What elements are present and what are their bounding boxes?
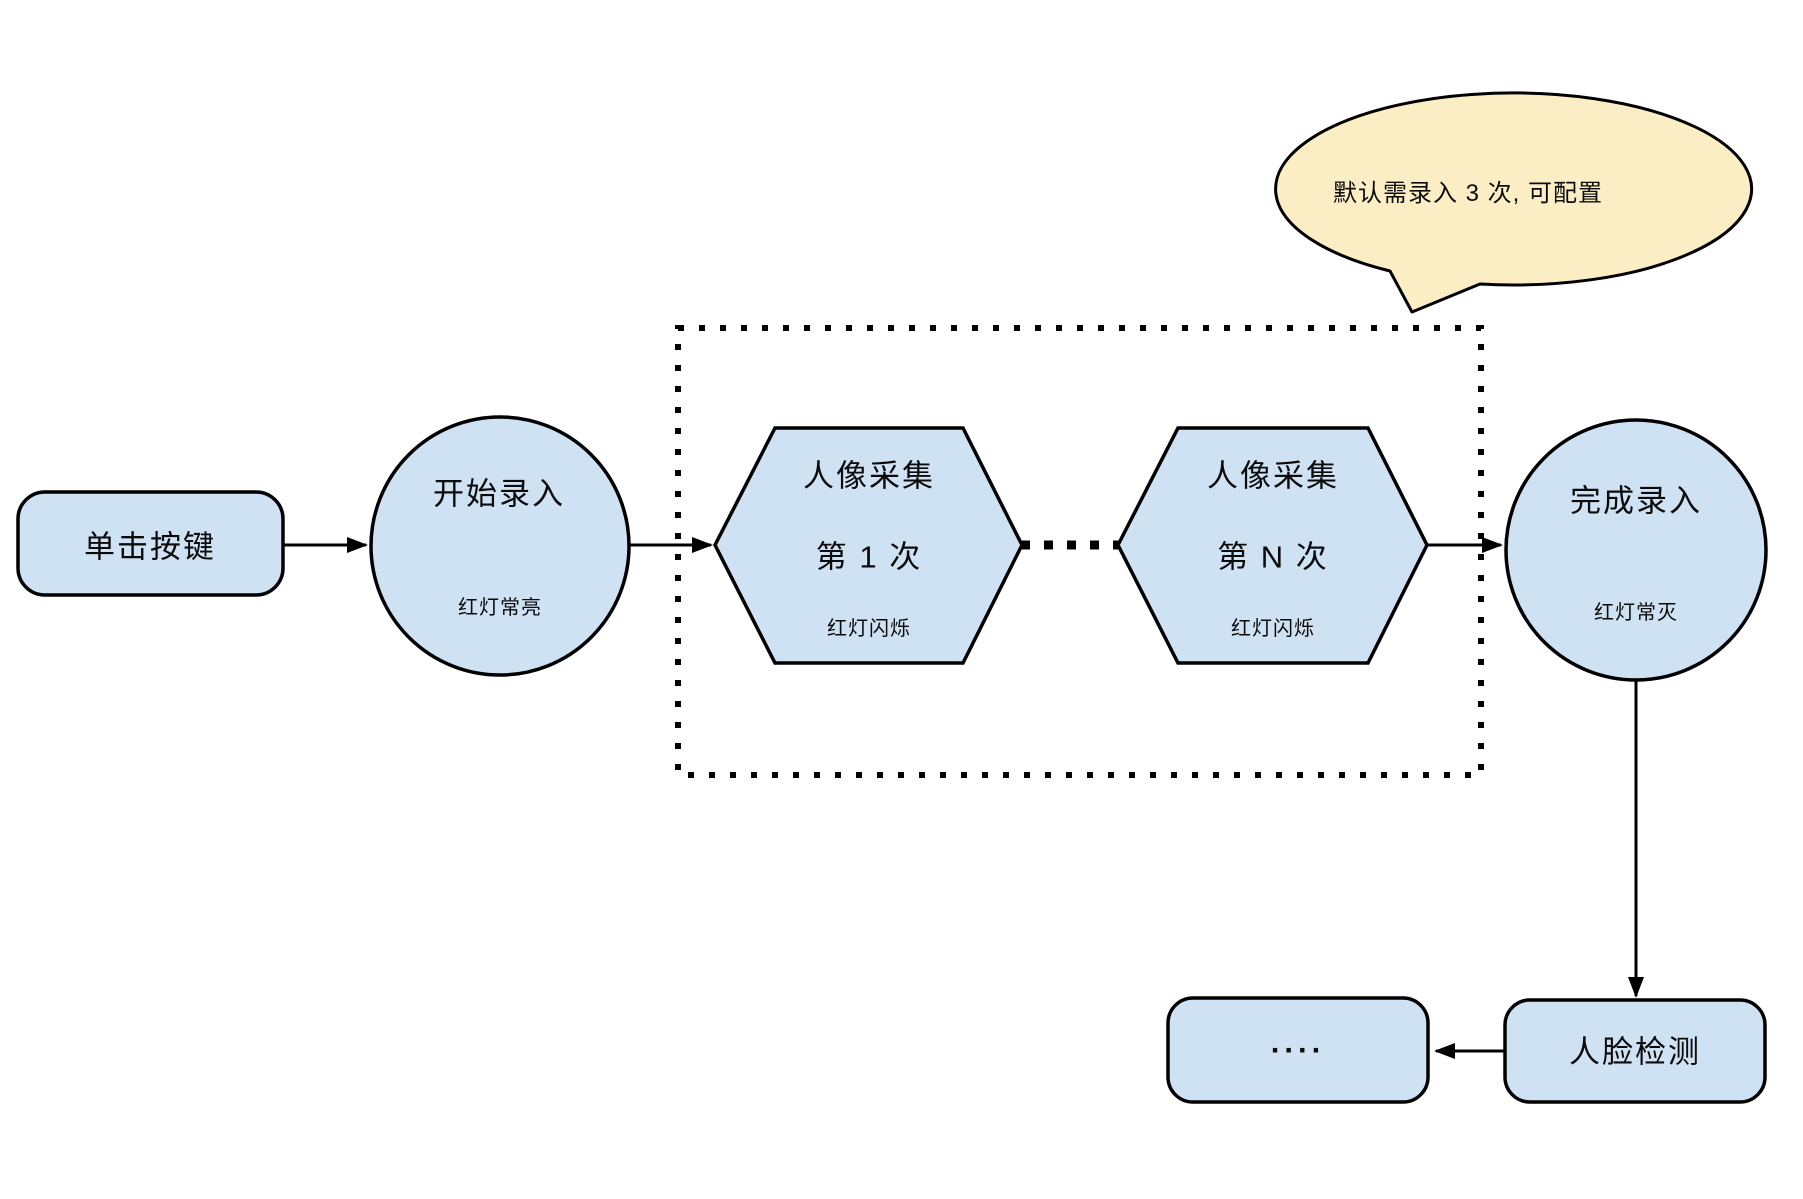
note-bubble-text: 默认需录入 3 次, 可配置 bbox=[1332, 180, 1604, 207]
note-bubble-shape bbox=[1274, 91, 1754, 314]
start-enroll-subtitle: 红灯常亮 bbox=[458, 597, 542, 619]
ellipsis-label: .... bbox=[1270, 1024, 1326, 1060]
capture-nth-hexagon-node bbox=[1116, 426, 1429, 665]
face-detect-label: 人脸检测 bbox=[1569, 1034, 1701, 1070]
capture-nth-subtitle: 红灯闪烁 bbox=[1231, 618, 1315, 640]
finish-enroll-node bbox=[1504, 418, 1768, 682]
click-button-node bbox=[16, 490, 285, 597]
repeat-group-dashed-border bbox=[675, 325, 1484, 778]
ellipsis-node bbox=[1166, 996, 1430, 1104]
capture-nth-title: 人像采集 bbox=[1207, 458, 1339, 494]
face-detect-node bbox=[1503, 998, 1767, 1104]
capture-first-subtitle: 红灯闪烁 bbox=[827, 618, 911, 640]
click-button-label: 单击按键 bbox=[84, 529, 216, 565]
start-enroll-title: 开始录入 bbox=[433, 476, 565, 512]
capture-first-title: 人像采集 bbox=[803, 458, 935, 494]
start-enroll-node bbox=[369, 415, 631, 677]
finish-enroll-subtitle: 红灯常灭 bbox=[1594, 602, 1678, 624]
finish-enroll-title: 完成录入 bbox=[1570, 483, 1702, 519]
capture-first-hexagon-node bbox=[713, 426, 1024, 665]
capture-nth-count: 第 N 次 bbox=[1217, 539, 1329, 575]
capture-first-count: 第 1 次 bbox=[815, 539, 923, 575]
